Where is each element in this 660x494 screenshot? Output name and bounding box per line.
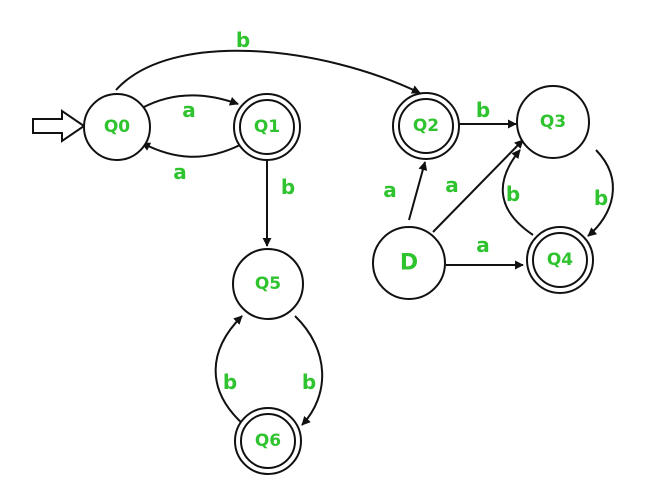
edge-d-q2 xyxy=(408,161,428,221)
edge-q5-q6 xyxy=(294,315,324,426)
state-d: D xyxy=(372,226,446,300)
edge-label-d-q4: a xyxy=(476,233,490,257)
edge-label-q5-q6: b xyxy=(302,370,316,394)
edge-q4-q3 xyxy=(501,149,534,236)
edge-label-q0-q2: b xyxy=(236,28,250,52)
state-label-q2: Q2 xyxy=(413,116,439,136)
edge-q0-q1 xyxy=(141,94,239,109)
state-q0: Q0 xyxy=(83,93,151,161)
state-label-d: D xyxy=(400,251,418,276)
state-label-q3: Q3 xyxy=(540,112,566,132)
edge-label-q2-q3: b xyxy=(476,98,490,122)
edge-q3-q4 xyxy=(587,149,614,237)
edge-label-q1-q5: b xyxy=(281,175,295,199)
edge-label-d-q2: a xyxy=(383,178,397,202)
edge-q1-q0 xyxy=(141,142,241,158)
edge-label-q6-q5: b xyxy=(223,370,237,394)
edge-label-q1-q0: a xyxy=(173,160,187,184)
state-q2: Q2 xyxy=(392,92,460,160)
state-q3: Q3 xyxy=(516,85,590,159)
state-q4: Q4 xyxy=(526,226,594,294)
edge-label-q4-q3: b xyxy=(506,182,520,206)
edge-q0-q2 xyxy=(115,49,421,94)
state-label-q4: Q4 xyxy=(547,250,573,270)
state-label-q5: Q5 xyxy=(255,274,281,294)
edge-d-q3 xyxy=(432,139,524,233)
state-q6: Q6 xyxy=(234,407,302,475)
state-q1: Q1 xyxy=(233,93,301,161)
state-q5: Q5 xyxy=(232,248,304,320)
start-arrow-icon xyxy=(32,109,86,143)
edge-label-q0-q1: a xyxy=(182,98,196,122)
state-label-q0: Q0 xyxy=(104,117,130,137)
state-label-q6: Q6 xyxy=(255,431,281,451)
edge-label-d-q3: a xyxy=(445,173,459,197)
edge-label-q3-q4: b xyxy=(594,186,608,210)
state-label-q1: Q1 xyxy=(254,117,280,137)
edge-q6-q5 xyxy=(214,315,245,426)
